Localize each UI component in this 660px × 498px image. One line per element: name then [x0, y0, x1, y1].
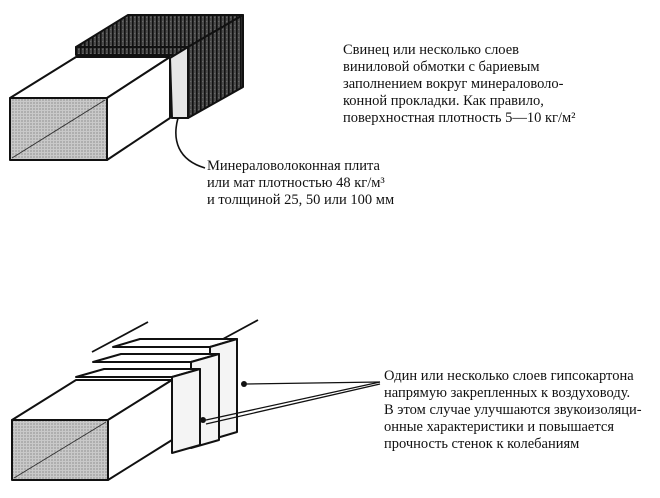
- leader-gypsum-upper: [246, 381, 381, 385]
- annotation-line: конной прокладки. Как правило,: [343, 93, 544, 109]
- leader-mineral: [175, 117, 206, 169]
- annotation-line: прочность стенок к колебаниям: [384, 436, 580, 452]
- annotation-line: заполнением вокруг минераловоло-: [343, 76, 564, 92]
- annotation-line: поверхностная плотность 5—10 кг/м²: [343, 110, 576, 126]
- annotation-line: или мат плотностью 48 кг/м³: [207, 175, 385, 191]
- annotation-line: Минераловолоконная плита: [207, 158, 380, 174]
- annotation-line: Один или несколько слоев гипсокартона: [384, 368, 634, 384]
- leader-gypsum-lower: [205, 381, 381, 421]
- annotation-line: онные характеристики и повышается: [384, 419, 614, 435]
- leader-gypsum-lower-2: [205, 383, 381, 425]
- mineral-slab-edge: [169, 46, 189, 119]
- annotation-line: виниловой обмотки с бариевым: [343, 59, 540, 75]
- mineral-slab-annotation: Минераловолоконная плита или мат плотнос…: [207, 158, 394, 209]
- gypsum-lined-duct: [11, 319, 381, 481]
- fastener-dot: [241, 381, 247, 387]
- annotation-line: напрямую закрепленных к воздуховоду.: [384, 385, 631, 401]
- gypsum-board-near-side: [171, 368, 201, 454]
- lead-wrapped-duct: [9, 14, 244, 169]
- annotation-line: В этом случае улучшаются звукоизоляци-: [384, 402, 642, 418]
- fastener-dot: [200, 417, 206, 423]
- annotation-line: Свинец или несколько слоев: [343, 42, 520, 58]
- lead-wrap-annotation: Свинец или несколько слоев виниловой обм…: [343, 42, 576, 127]
- annotation-line: и толщиной 25, 50 или 100 мм: [207, 192, 395, 208]
- gypsum-layers-annotation: Один или несколько слоев гипсокартона на…: [384, 368, 642, 453]
